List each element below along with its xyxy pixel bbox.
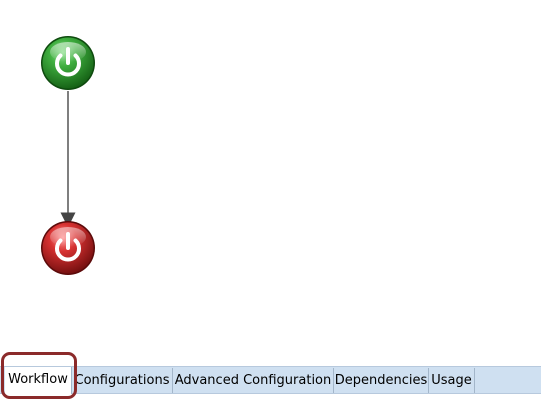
tab-usage[interactable]: Usage xyxy=(429,368,475,393)
start-power-icon xyxy=(41,36,95,90)
tab-workflow[interactable]: Workflow xyxy=(5,367,72,394)
tab-advanced-configuration[interactable]: Advanced Configuration xyxy=(173,368,334,393)
workflow-start-node[interactable] xyxy=(40,35,96,91)
tab-bar: Workflow Configurations Advanced Configu… xyxy=(0,366,541,394)
workflow-end-node[interactable] xyxy=(40,220,96,276)
tab-dependencies[interactable]: Dependencies xyxy=(334,368,429,393)
tab-configurations[interactable]: Configurations xyxy=(72,368,173,393)
end-power-icon xyxy=(41,221,95,275)
workflow-canvas[interactable] xyxy=(0,0,541,366)
